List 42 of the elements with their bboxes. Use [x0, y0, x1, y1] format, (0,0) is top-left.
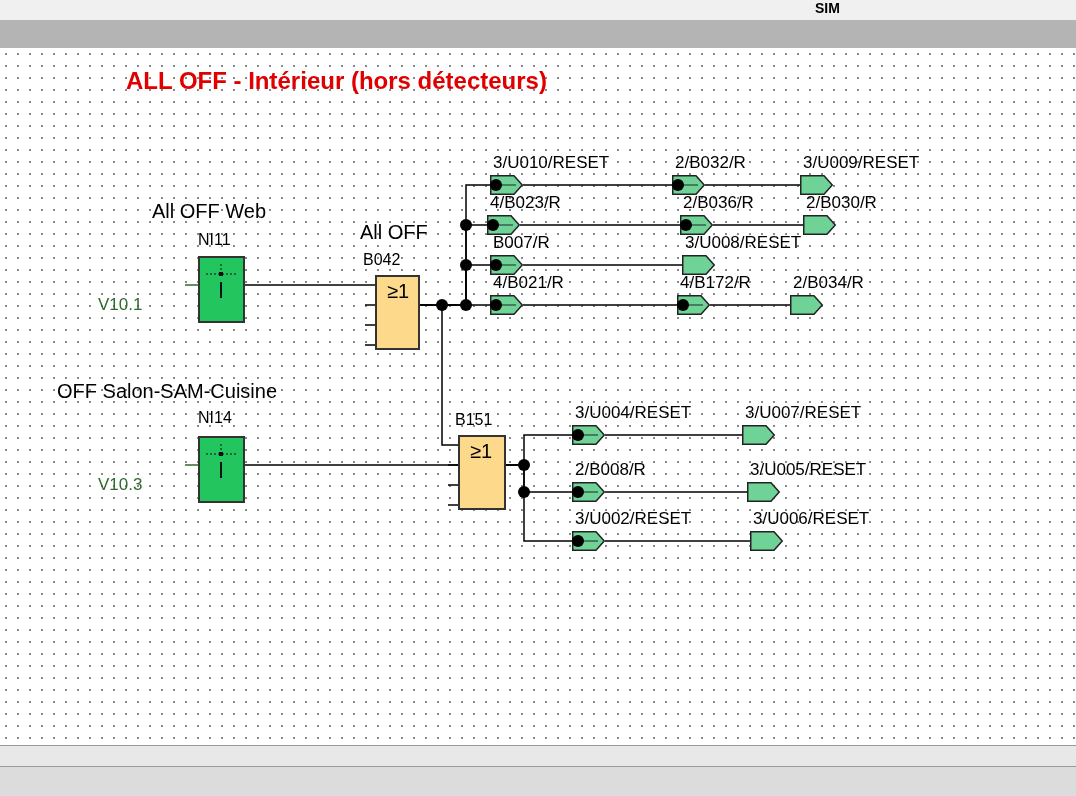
wire: [709, 304, 791, 306]
connector-name: 3/U009/RESET: [802, 153, 920, 173]
wire: [704, 184, 801, 186]
address-label: V10.1: [98, 296, 143, 313]
toolbar-label: SIM: [815, 1, 840, 15]
connector-name: 3/U007/RESET: [744, 403, 862, 423]
wire: [712, 224, 804, 226]
wire: [522, 304, 678, 306]
connector-name: B007/R: [492, 233, 550, 253]
block-id: NI14: [198, 410, 232, 426]
gate-symbol: ≥1: [387, 281, 410, 301]
wire: [519, 224, 681, 226]
block-title: All OFF: [360, 222, 428, 242]
wire: [505, 464, 573, 542]
connector-name: 4/B023/R: [489, 193, 561, 213]
connector-name: 3/U006/RESET: [752, 509, 870, 529]
connector-name: 2/B008/R: [574, 460, 646, 480]
connector-name: 4/B021/R: [492, 273, 564, 293]
connector-name: 3/U008/RESET: [684, 233, 802, 253]
connector-name: 3/U010/RESET: [492, 153, 610, 173]
block-title: All OFF Web: [152, 201, 267, 221]
connector-name: 2/B036/R: [682, 193, 754, 213]
connector-name: 3/U004/RESET: [574, 403, 692, 423]
connector-name: 3/U002/RESET: [574, 509, 692, 529]
connector-name: 4/B172/R: [679, 273, 751, 293]
block-id: B042: [363, 252, 401, 268]
address-label: V10.3: [98, 476, 143, 493]
wire: [604, 540, 751, 542]
wire: [244, 284, 376, 286]
block-title: OFF Salon-SAM-Cuisine: [57, 381, 278, 401]
wire: [604, 491, 748, 493]
block-id: B151: [455, 412, 493, 428]
diagram-title: ALL OFF - Intérieur (hors détecteurs): [126, 69, 547, 93]
wire: [604, 434, 743, 436]
block-id: NI11: [198, 232, 231, 248]
connector-name: 2/B034/R: [792, 273, 864, 293]
gate-symbol: ≥1: [470, 441, 493, 461]
connector-name: 3/U005/RESET: [749, 460, 867, 480]
wire: [522, 264, 683, 266]
connector-name: 2/B032/R: [674, 153, 746, 173]
connector-name: 2/B030/R: [805, 193, 877, 213]
wire: [522, 184, 673, 186]
